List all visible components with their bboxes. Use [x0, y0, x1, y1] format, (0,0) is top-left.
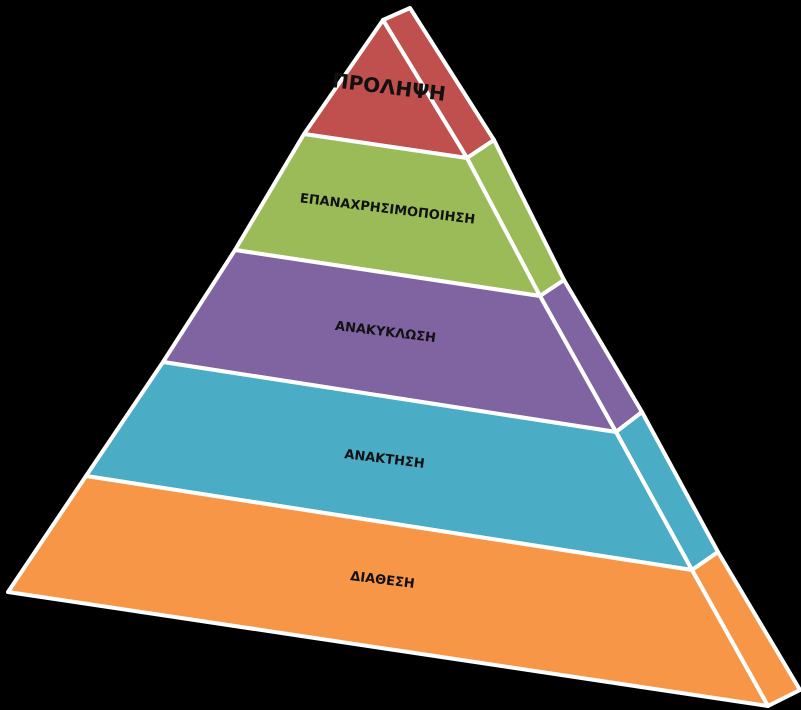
front-face-base — [6, 474, 770, 708]
